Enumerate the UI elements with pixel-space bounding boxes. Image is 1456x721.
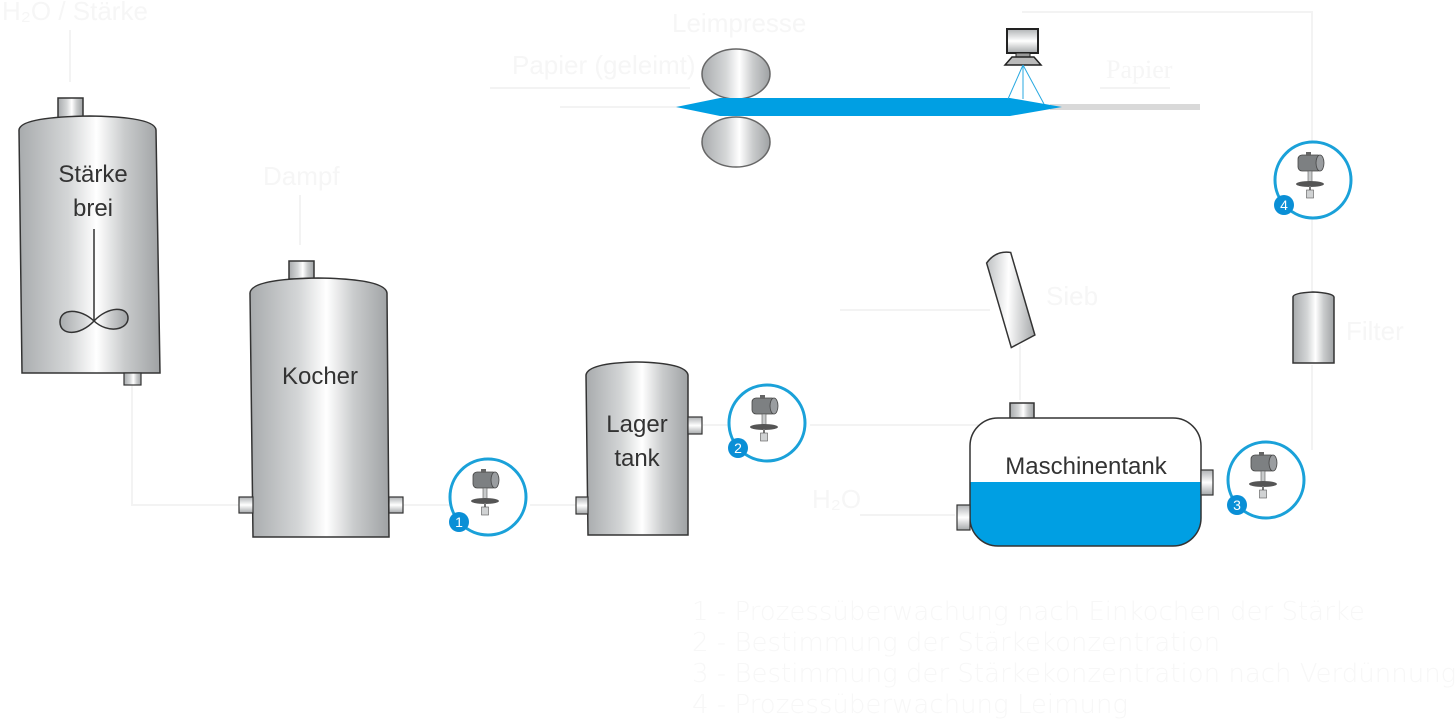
- legend-item-3: 3 - Bestimmung der Stärkekonzentration n…: [692, 659, 1456, 689]
- label-water: H₂O: [812, 484, 861, 514]
- label-water-starch: H₂O / Stärke: [2, 0, 148, 26]
- filter: [1292, 291, 1335, 364]
- process-diagram: H₂O / Stärke Dampf Leimpresse Papier (ge…: [2, 0, 1353, 547]
- paper-web-dry: [1050, 104, 1200, 110]
- agitator-icon: [59, 229, 129, 334]
- storage-tank: Lager tank: [575, 361, 703, 536]
- sensor-number: 4: [1280, 197, 1288, 213]
- starch-slurry-label-line2: brei: [73, 195, 113, 222]
- machine-tank-label: Maschinentank: [1005, 453, 1167, 480]
- sensor-2[interactable]: 2: [727, 383, 807, 463]
- label-paper-sized: Papier (geleimt): [512, 50, 696, 80]
- label-steam: Dampf: [263, 161, 340, 191]
- sensor-number: 3: [1233, 497, 1241, 513]
- starch-slurry-label-line1: Stärke: [58, 161, 127, 188]
- cooker-label: Kocher: [282, 363, 358, 390]
- upper-roller: [701, 48, 771, 100]
- label-sieve: Sieb: [1046, 281, 1098, 311]
- sensor-4[interactable]: 4: [1273, 140, 1353, 220]
- storage-tank-label-line1: Lager: [606, 411, 667, 438]
- sensor-1[interactable]: 1: [448, 457, 528, 537]
- faint-pipes: [69, 11, 1313, 516]
- size-press: [701, 48, 771, 168]
- sensor-number: 1: [455, 514, 463, 530]
- legend-item-1: 1 - Prozessüberwachung nach Einkochen de…: [692, 597, 1365, 627]
- legend: 1 - Prozessüberwachung nach Einkochen de…: [692, 597, 1456, 721]
- machine-tank-liquid: [970, 482, 1201, 546]
- sensor-number: 2: [734, 440, 742, 456]
- label-size-press: Leimpresse: [672, 8, 806, 38]
- label-filter: Filter: [1346, 316, 1404, 346]
- label-paper: Papier: [1106, 55, 1173, 84]
- lower-roller: [701, 116, 771, 168]
- cooker-tank: Kocher: [238, 260, 404, 538]
- sieve: [985, 251, 1036, 349]
- inspection-monitor-icon: [1003, 28, 1045, 105]
- storage-tank-label-line2: tank: [614, 445, 660, 472]
- legend-item-2: 2 - Bestimmung der Stärkekonzentration: [692, 628, 1221, 658]
- sensor-3[interactable]: 3: [1226, 440, 1306, 520]
- legend-item-4: 4 - Prozessüberwachung Leimung: [692, 690, 1129, 720]
- starch-slurry-tank: Stärke brei: [18, 97, 161, 386]
- machine-tank: Maschinentank: [956, 402, 1214, 547]
- paper-web-sized: [676, 98, 1062, 116]
